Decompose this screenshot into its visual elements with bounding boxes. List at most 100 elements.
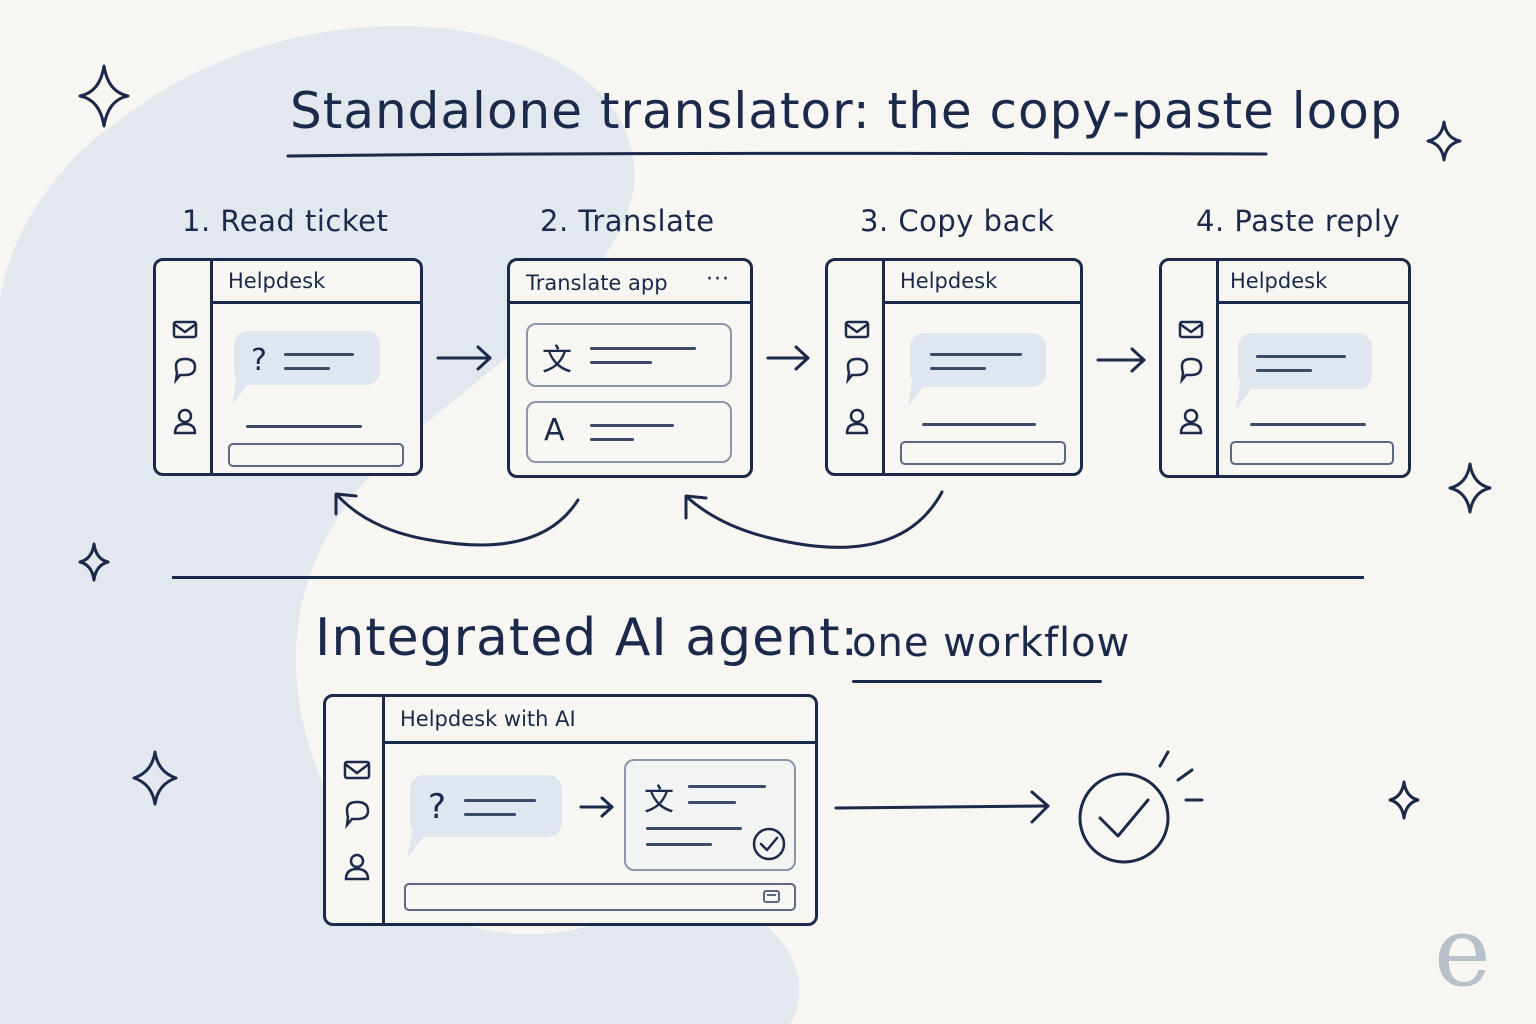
sidebar	[828, 261, 885, 473]
reply-input[interactable]	[404, 883, 796, 911]
helpdesk-window-step-1: Helpdesk ?	[153, 258, 423, 476]
sparkle-icon	[132, 750, 178, 806]
ai-translation-panel	[624, 759, 796, 871]
brand-logo: e	[1434, 896, 1491, 1008]
sidebar	[156, 261, 213, 473]
sidebar-icons	[343, 760, 371, 881]
target-text-field[interactable]	[526, 401, 732, 463]
text-line	[284, 353, 354, 356]
message-bubble	[410, 775, 562, 837]
section-divider	[172, 576, 1364, 579]
step-3-label: 3. Copy back	[860, 204, 1055, 238]
text-line	[464, 813, 516, 816]
question-mark: ?	[428, 787, 447, 827]
loop-arrow-back-2	[684, 490, 944, 549]
sidebar	[326, 697, 385, 923]
text-line	[284, 367, 330, 370]
helpdesk-with-ai-window: Helpdesk with AI ? 文	[323, 694, 818, 926]
text-line	[688, 785, 766, 788]
text-line	[646, 827, 742, 830]
arrow-icon	[834, 790, 1050, 824]
text-line	[590, 438, 634, 441]
step-2-label: 2. Translate	[540, 204, 715, 238]
window-title: Helpdesk	[900, 269, 998, 293]
reply-input[interactable]	[900, 441, 1066, 465]
translate-icon: 文	[644, 783, 674, 818]
text-line	[1256, 355, 1346, 358]
question-mark: ?	[251, 343, 267, 378]
arrow-icon	[436, 345, 492, 371]
text-line	[922, 423, 1036, 426]
translate-icon: 文	[542, 343, 572, 378]
title-bar	[510, 261, 750, 304]
bubble-tail	[232, 379, 252, 405]
helpdesk-window-step-3: Helpdesk	[825, 258, 1083, 476]
bubble-tail	[1236, 383, 1256, 409]
text-line	[1256, 369, 1312, 372]
more-menu-icon[interactable]: ···	[706, 267, 730, 292]
bubble-tail	[908, 381, 928, 407]
message-bubble	[910, 333, 1046, 387]
helpdesk-window-step-4: Helpdesk	[1159, 258, 1411, 478]
message-bubble	[1238, 333, 1372, 389]
chat-icon	[1180, 357, 1203, 385]
top-title: Standalone translator: the copy-paste lo…	[290, 82, 1403, 140]
text-line	[590, 361, 652, 364]
text-line	[246, 425, 362, 428]
title-bar	[1216, 261, 1408, 304]
chat-icon	[174, 357, 197, 385]
chat-icon	[846, 357, 869, 385]
step-1-label: 1. Read ticket	[182, 204, 389, 238]
window-title: Helpdesk with AI	[400, 707, 576, 731]
sparkle-icon	[1388, 780, 1420, 820]
target-letter: A	[544, 413, 565, 448]
sparkle-icon	[78, 64, 130, 128]
text-line	[464, 799, 536, 802]
bubble-tail	[408, 831, 428, 857]
message-bubble	[234, 331, 380, 385]
text-line	[590, 347, 696, 350]
text-line	[590, 424, 674, 427]
text-line	[688, 801, 736, 804]
subtitle-underline	[852, 680, 1102, 683]
bottom-title: Integrated AI agent:	[315, 608, 860, 668]
chat-icon	[345, 800, 370, 830]
window-title: Helpdesk	[228, 269, 326, 293]
bottom-subtitle: one workflow	[852, 620, 1131, 666]
text-line	[646, 843, 712, 846]
mail-icon	[172, 320, 198, 339]
sparkle-icon	[1448, 462, 1492, 514]
loop-arrow-back-1	[334, 492, 580, 547]
user-icon	[173, 408, 197, 435]
mail-icon	[1178, 320, 1204, 339]
user-icon	[1179, 408, 1203, 435]
text-line	[930, 367, 986, 370]
reply-input[interactable]	[1230, 441, 1394, 465]
mail-icon	[343, 760, 371, 780]
title-bar	[382, 697, 815, 744]
arrow-icon	[579, 796, 614, 818]
sidebar-icons	[1178, 320, 1204, 435]
arrow-icon	[1096, 347, 1146, 373]
reply-input[interactable]	[228, 443, 404, 467]
translate-app-window: Translate app ··· 文 A	[507, 258, 753, 478]
text-line	[930, 353, 1022, 356]
sidebar	[1162, 261, 1219, 475]
arrow-icon	[766, 345, 810, 371]
sparkle-rays	[1158, 750, 1204, 802]
check-icon	[752, 827, 786, 861]
user-icon	[344, 853, 370, 881]
sparkle-icon	[1426, 120, 1462, 162]
send-icon[interactable]	[762, 889, 782, 905]
step-4-label: 4. Paste reply	[1196, 204, 1401, 238]
user-icon	[845, 408, 869, 435]
sparkle-icon	[78, 542, 110, 582]
check-icon	[1078, 772, 1170, 864]
sidebar-icons	[172, 320, 198, 435]
source-text-field[interactable]	[526, 323, 732, 387]
window-title: Translate app	[526, 271, 668, 295]
title-underline	[286, 151, 1268, 158]
